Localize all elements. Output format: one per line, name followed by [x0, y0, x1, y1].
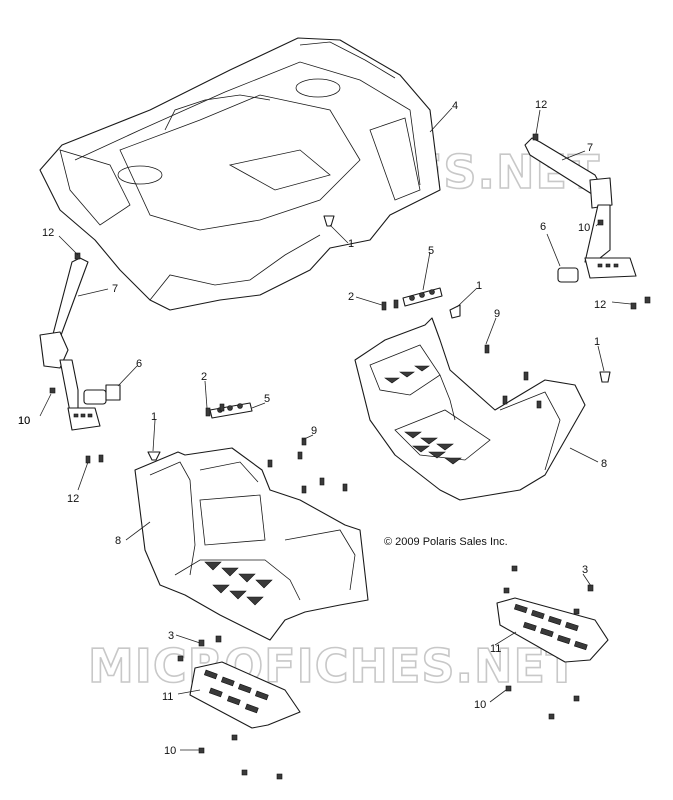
right-footwell	[354, 317, 586, 501]
callout-label: 12	[594, 299, 606, 311]
callout-label: 11	[162, 691, 173, 703]
callout-label: 3	[168, 630, 174, 642]
left-footwell	[134, 447, 369, 641]
callout-label: 8	[601, 458, 607, 470]
push-rivets	[147, 215, 611, 461]
callout-label: 10	[164, 745, 176, 757]
callout-label: 6	[540, 221, 546, 233]
callout-label: 2	[348, 291, 354, 303]
callout-label: 11	[490, 643, 501, 655]
callout-label: 3	[582, 564, 588, 576]
callout-label: 2	[201, 371, 207, 383]
fasteners	[49, 133, 651, 780]
copyright-text: © 2009 Polaris Sales Inc.	[384, 536, 508, 548]
callout-label: 9	[311, 425, 317, 437]
callout-label: 9	[494, 308, 500, 320]
callout-label: 1	[151, 411, 157, 423]
leader-lines	[39, 107, 632, 751]
callout-label: 1	[348, 238, 354, 250]
callout-label: 1	[476, 280, 482, 292]
callouts: 4 12 7 12 7 10 6 1 5 2 1 9 12 10 6 2 1 5…	[18, 99, 607, 757]
callout-label: 5	[264, 393, 270, 405]
rear-fender	[39, 37, 441, 311]
callout-label: 12	[535, 99, 547, 111]
callout-label: 7	[112, 283, 118, 295]
watermark-bottom: MICROFICHES.NET	[88, 639, 578, 693]
callout-label: 10	[474, 699, 486, 711]
retainer-strips	[209, 287, 443, 419]
callout-label: 8	[115, 535, 121, 547]
callout-label: 10	[18, 415, 30, 427]
callout-label: 10	[18, 415, 30, 427]
leader-line	[77, 461, 89, 491]
left-bushing	[83, 389, 107, 405]
callout-label: 4	[452, 100, 458, 112]
callout-label: 6	[136, 358, 142, 370]
right-footpeg-bracket	[524, 137, 637, 283]
left-footrest	[189, 661, 301, 729]
callout-label: 5	[428, 245, 434, 257]
callout-label: 12	[67, 493, 79, 505]
right-bushing	[557, 267, 579, 283]
callout-label: 7	[587, 142, 593, 154]
callout-label: 1	[594, 336, 600, 348]
callout-label: 10	[578, 222, 590, 234]
right-footrest	[496, 597, 609, 663]
left-footpeg-bracket	[39, 257, 121, 431]
callout-label: 12	[42, 227, 54, 239]
